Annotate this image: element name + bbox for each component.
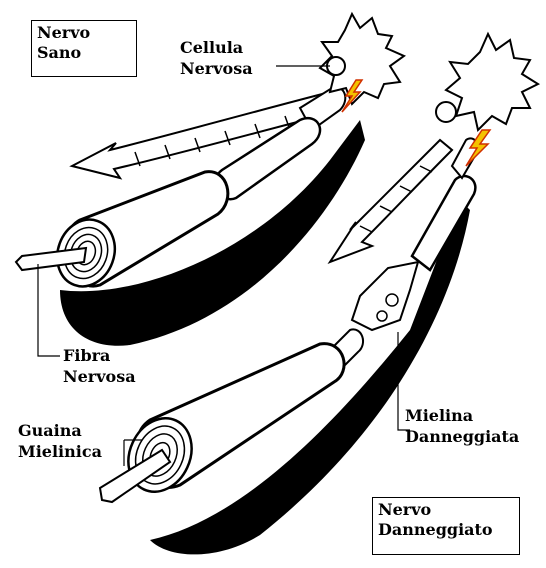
healthy-nerve-label: Nervo Sano bbox=[31, 20, 137, 77]
damaged-cell-nucleus bbox=[436, 102, 456, 122]
myelin-sheath-label: Guaina Mielinica bbox=[18, 420, 102, 462]
damaged-myelin-label: Mielina Danneggiata bbox=[405, 405, 519, 447]
nerve-cell-label: Cellula Nervosa bbox=[180, 37, 253, 79]
damaged-nerve-cell bbox=[446, 34, 538, 130]
fiber-label-leader bbox=[38, 264, 60, 356]
damaged-impulse-bolt bbox=[466, 130, 490, 166]
nerve-fiber-label: Fibra Nervosa bbox=[63, 345, 136, 387]
damaged-nerve-label: Nervo Danneggiato bbox=[372, 497, 520, 555]
